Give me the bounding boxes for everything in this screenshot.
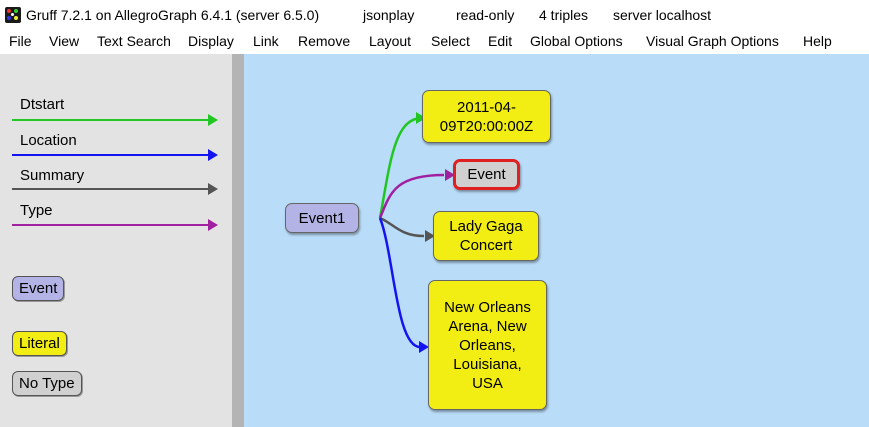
legend-arrow-dtstart [12, 114, 218, 126]
edge-dtstart-arrowhead [416, 112, 426, 124]
node-location-literal[interactable]: New Orleans Arena, New Orleans, Louisian… [428, 280, 547, 410]
legend-predicate-dtstart[interactable]: Dtstart [20, 96, 65, 113]
legend-predicate-summary[interactable]: Summary [20, 167, 85, 184]
gruff-app-icon [5, 7, 21, 23]
edge-summary-arrowhead [425, 230, 435, 242]
menu-text-search[interactable]: Text Search [97, 33, 171, 49]
menu-link[interactable]: Link [253, 33, 279, 49]
legend-arrows [12, 114, 218, 231]
triple-count: 4 triples [539, 7, 589, 23]
legend-predicate-type[interactable]: Type [20, 202, 53, 219]
edge-type [378, 173, 445, 219]
graph-edges [378, 112, 455, 353]
node-summary-literal[interactable]: Lady Gaga Concert [433, 211, 539, 261]
node-dtstart-literal[interactable]: 2011-04-09T20:00:00Z [422, 90, 551, 143]
menu-file[interactable]: File [9, 33, 32, 49]
panel-splitter[interactable] [232, 54, 244, 427]
menu-bar: File View Text Search Display Link Remov… [0, 30, 869, 54]
legend-type-event[interactable]: Event [12, 276, 65, 301]
menu-layout[interactable]: Layout [369, 33, 412, 49]
menu-display[interactable]: Display [188, 33, 234, 49]
node-event-type[interactable]: Event [453, 159, 520, 190]
menu-select[interactable]: Select [431, 33, 470, 49]
legend-type-no-type[interactable]: No Type [12, 371, 82, 396]
legend-predicate-location[interactable]: Location [20, 132, 77, 149]
edge-location [378, 217, 421, 349]
edge-type-arrowhead [445, 169, 455, 181]
menu-view[interactable]: View [49, 33, 80, 49]
edge-dtstart [378, 116, 423, 219]
window-title: Gruff 7.2.1 on AllegroGraph 6.4.1 (serve… [26, 7, 320, 23]
menu-edit[interactable]: Edit [488, 33, 513, 49]
edge-summary [379, 216, 425, 238]
legend-arrow-summary [12, 183, 218, 195]
legend-arrow-location [12, 149, 218, 161]
node-event1[interactable]: Event1 [285, 203, 359, 233]
menu-visual-graph-options[interactable]: Visual Graph Options [646, 33, 779, 49]
menu-help[interactable]: Help [803, 33, 832, 49]
title-bar: Gruff 7.2.1 on AllegroGraph 6.4.1 (serve… [0, 0, 869, 30]
legend-arrow-type [12, 219, 218, 231]
legend-panel: Dtstart Location Summary Type Event Lite… [0, 54, 232, 427]
graph-canvas[interactable]: Event1 2011-04-09T20:00:00Z Event Lady G… [244, 54, 869, 427]
menu-global-options[interactable]: Global Options [530, 33, 623, 49]
server-name: server localhost [613, 7, 712, 23]
legend-type-literal[interactable]: Literal [12, 331, 67, 356]
access-mode: read-only [456, 7, 515, 23]
menu-remove[interactable]: Remove [298, 33, 351, 49]
store-name: jsonplay [363, 7, 415, 23]
edge-location-arrowhead [419, 341, 429, 353]
